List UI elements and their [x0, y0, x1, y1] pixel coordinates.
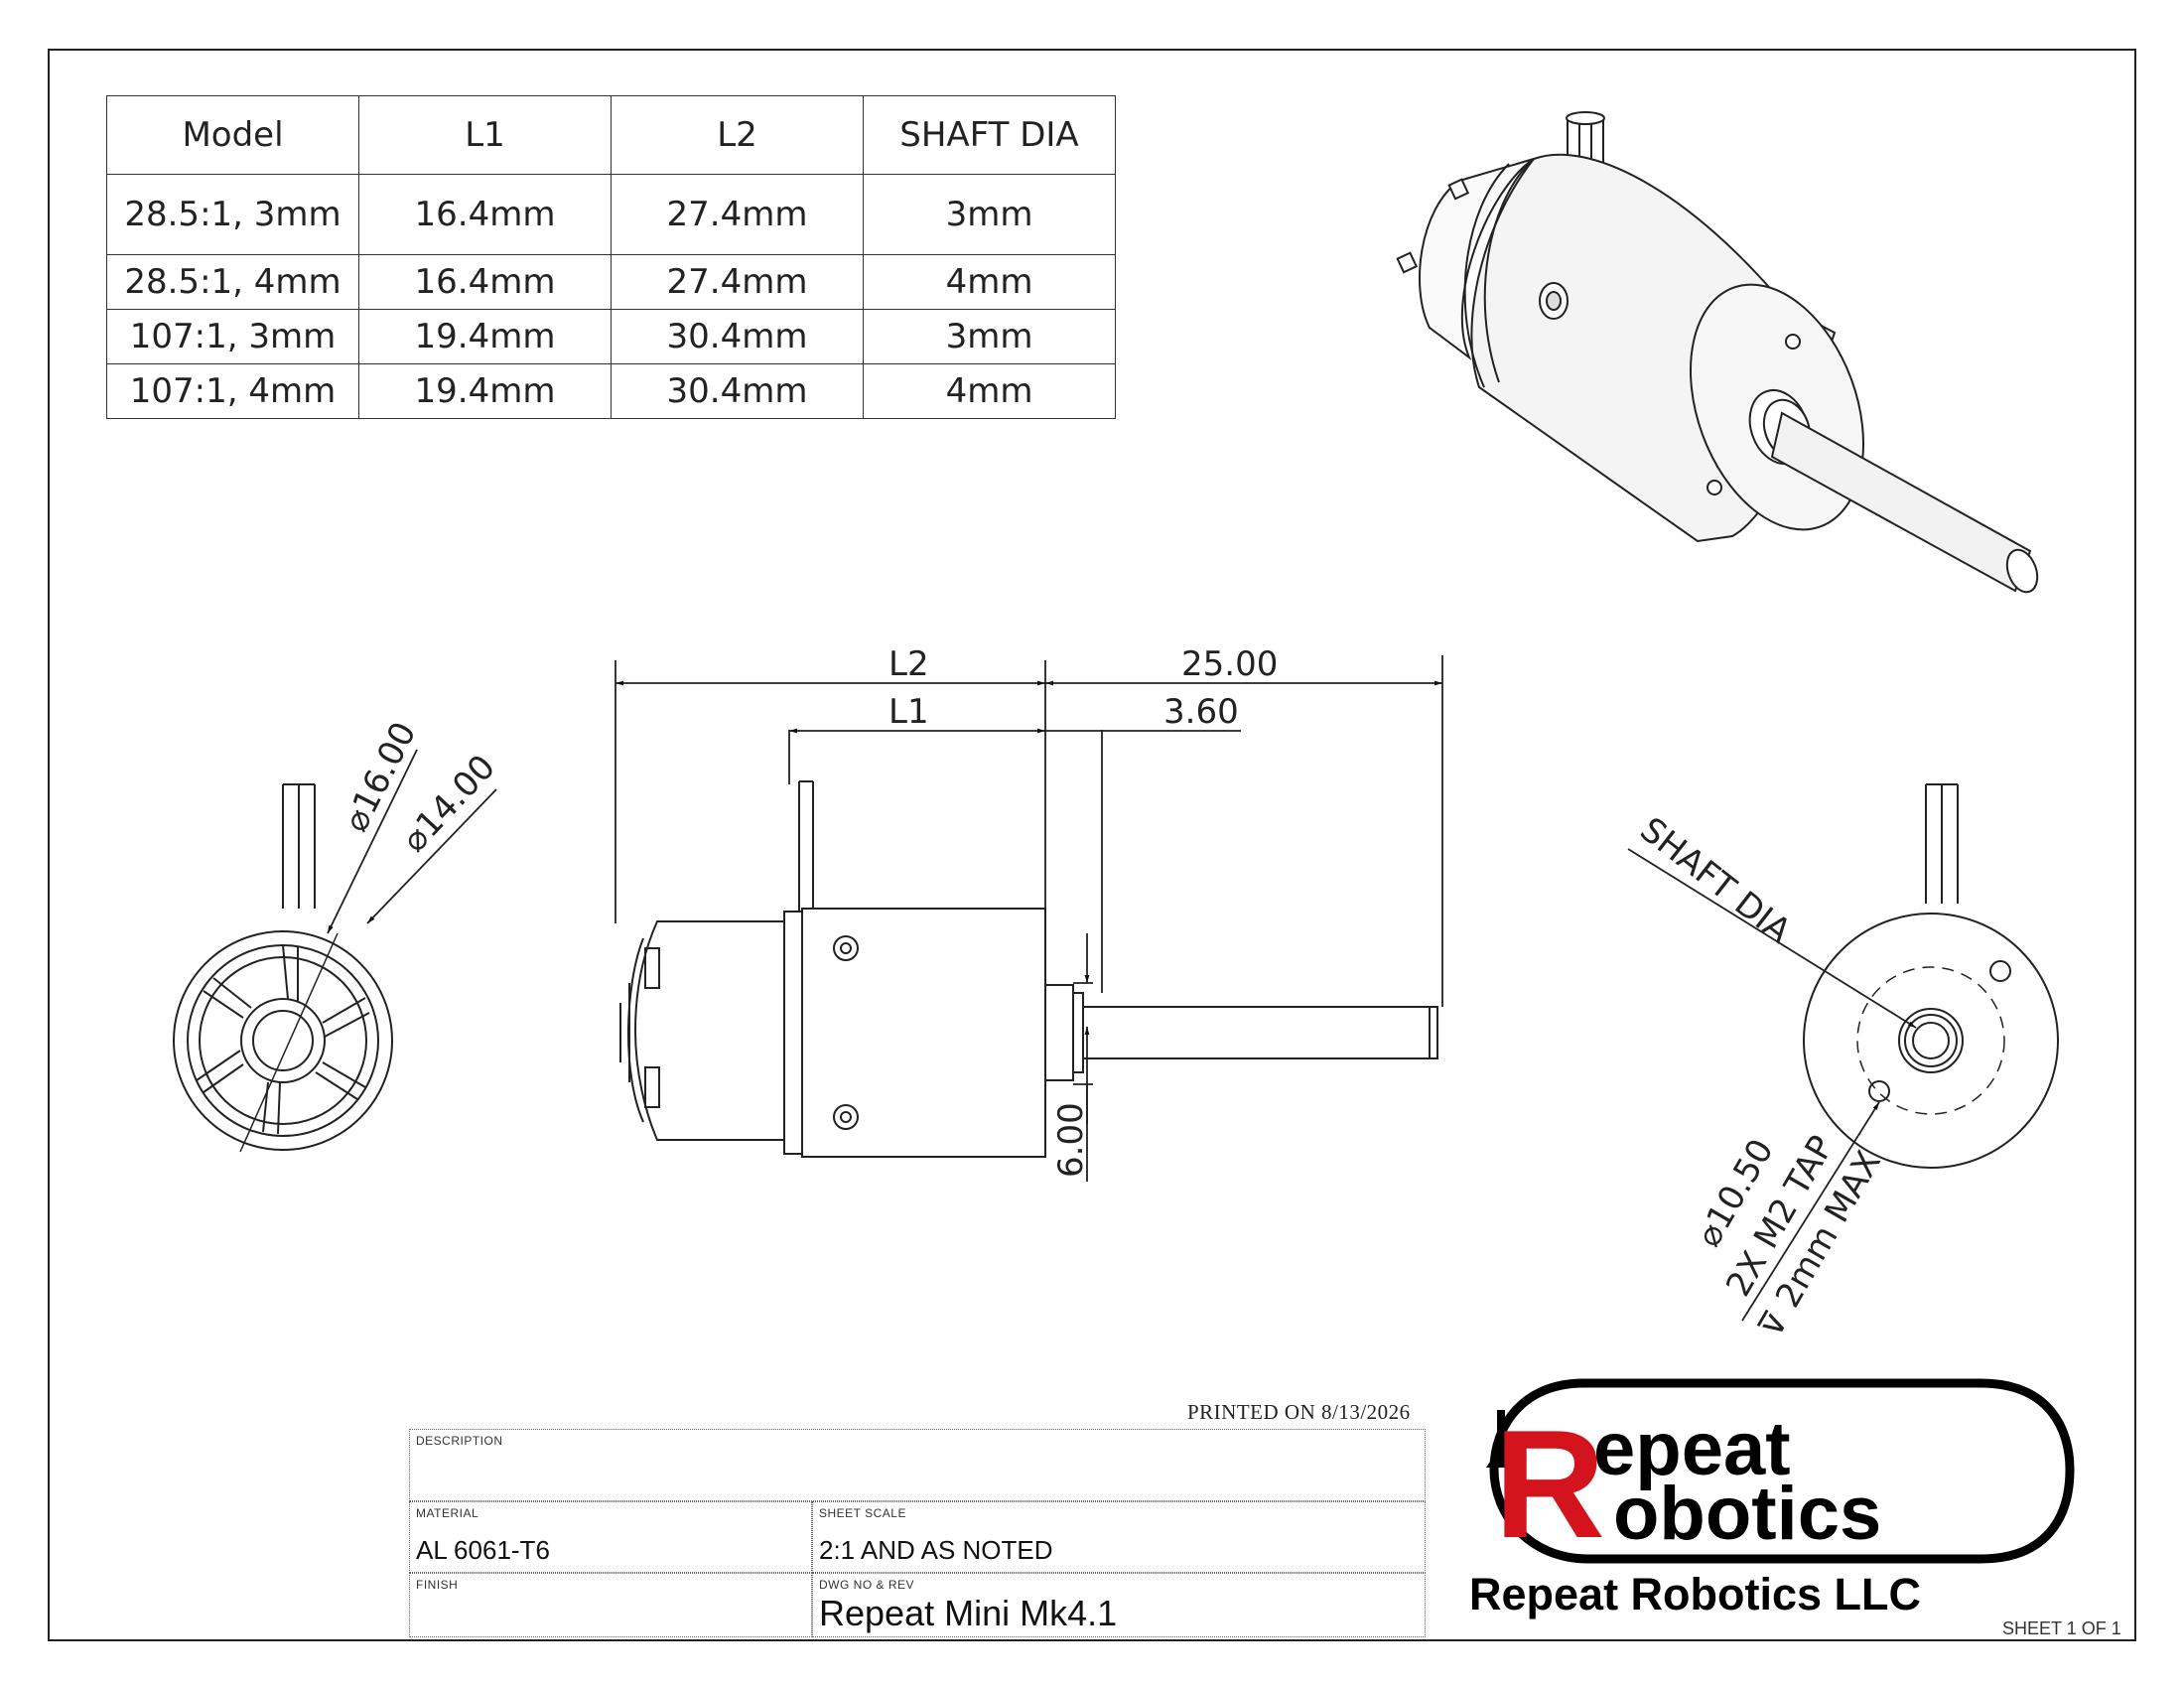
sheet-scale-cell: SHEET SCALE 2:1 AND AS NOTED	[812, 1501, 1426, 1573]
material-value: AL 6061-T6	[416, 1535, 550, 1565]
logo-line2: obotics	[1613, 1472, 1881, 1556]
logo-r-mark: R	[1494, 1398, 1605, 1570]
description-cell: DESCRIPTION	[409, 1429, 1426, 1501]
table-header-l2: L2	[611, 95, 864, 175]
table-header-model: Model	[106, 95, 359, 175]
sheet-number: SHEET 1 OF 1	[2002, 1618, 2121, 1638]
table-row: 107:1, 3mm 19.4mm 30.4mm 3mm	[106, 309, 1116, 364]
table-cell: 3mm	[863, 309, 1116, 364]
sheet-scale-value: 2:1 AND AS NOTED	[819, 1535, 1053, 1565]
table-cell: 28.5:1, 4mm	[106, 254, 359, 310]
material-caption: MATERIAL	[416, 1506, 479, 1520]
table-row: 28.5:1, 4mm 16.4mm 27.4mm 4mm	[106, 254, 1116, 310]
shaft-offset-label: 3.60	[1163, 692, 1239, 732]
company-name: Repeat Robotics LLC	[1469, 1569, 1922, 1619]
table-row: 107:1, 4mm 19.4mm 30.4mm 4mm	[106, 363, 1116, 419]
table-cell: 4mm	[863, 363, 1116, 419]
l2-label: L2	[888, 644, 929, 684]
end-view-left	[173, 783, 393, 1153]
table-cell: 27.4mm	[611, 174, 864, 255]
finish-caption: FINISH	[416, 1578, 459, 1592]
shaft-length-label: 25.00	[1181, 644, 1278, 684]
material-cell: MATERIAL AL 6061-T6	[409, 1501, 812, 1573]
printed-date: PRINTED ON 8/13/2026	[1187, 1400, 1411, 1424]
table-cell: 27.4mm	[611, 254, 864, 310]
table-cell: 19.4mm	[358, 363, 612, 419]
drawing-frame	[48, 49, 2136, 1641]
finish-cell: FINISH	[409, 1573, 812, 1637]
shaft-dia-label: SHAFT DIA	[1632, 810, 1798, 952]
side-view	[619, 780, 1438, 1158]
l1-label: L1	[888, 692, 929, 732]
table-cell: 28.5:1, 3mm	[106, 174, 359, 255]
table-cell: 19.4mm	[358, 309, 612, 364]
table-header-shaft-dia: SHAFT DIA	[863, 95, 1116, 175]
table-cell: 4mm	[863, 254, 1116, 310]
company-logo: R epeat obotics	[1486, 1378, 2075, 1570]
isometric-view	[1396, 111, 2039, 594]
dwg-value: Repeat Mini Mk4.1	[819, 1593, 1118, 1633]
table-header-l1: L1	[358, 95, 612, 175]
title-block: DESCRIPTION MATERIAL AL 6061-T6 SHEET SC…	[409, 1429, 1426, 1637]
logo-line1: epeat	[1593, 1407, 1791, 1491]
table-cell: 107:1, 3mm	[106, 309, 359, 364]
dimension-table: Model L1 L2 SHAFT DIA 28.5:1, 3mm 16.4mm…	[106, 95, 1116, 419]
collar-dim-label: 6.00	[1051, 1102, 1091, 1178]
sheet-scale-caption: SHEET SCALE	[819, 1506, 906, 1520]
table-cell: 3mm	[863, 174, 1116, 255]
description-caption: DESCRIPTION	[416, 1434, 503, 1448]
dwg-caption: DWG NO & REV	[819, 1578, 915, 1592]
dwg-cell: DWG NO & REV Repeat Mini Mk4.1	[812, 1573, 1426, 1637]
end-view-right	[1803, 783, 2059, 1169]
table-cell: 30.4mm	[611, 363, 864, 419]
table-cell: 30.4mm	[611, 309, 864, 364]
